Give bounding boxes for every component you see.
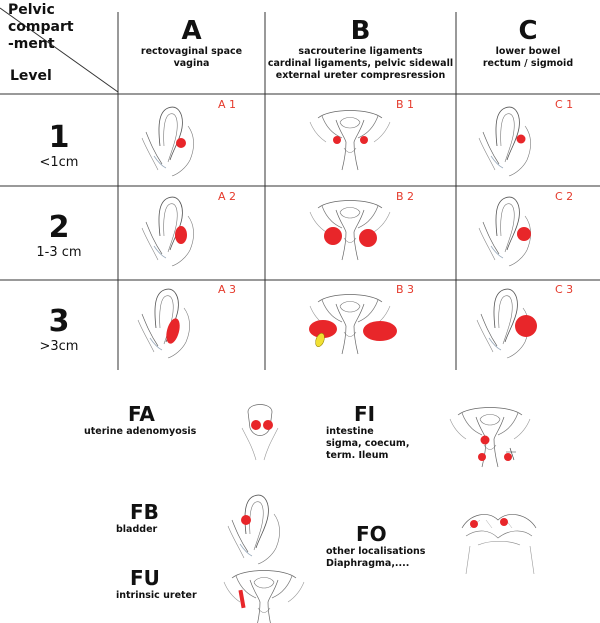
extra-code: FU xyxy=(130,566,160,590)
column-letter: C xyxy=(518,16,538,46)
extra-fa: FA uterine adenomyosis xyxy=(84,402,196,438)
extra-desc-line: bladder xyxy=(116,524,158,535)
lesion-marker-b2-right xyxy=(359,229,377,247)
cell-label-b2: B 2 xyxy=(396,190,415,203)
diaphragm-sketch-fo xyxy=(461,514,537,575)
row-level-number: 3 xyxy=(48,304,70,339)
ureter-lesion-fu xyxy=(238,589,246,609)
column-header-c: C lower bowel rectum / sigmoid xyxy=(456,16,600,70)
column-desc-line: rectum / sigmoid xyxy=(482,58,574,69)
row-header-1: 1 <1cm xyxy=(4,120,114,170)
lesion-marker-a1 xyxy=(176,138,186,148)
coronal-sketch-b2 xyxy=(309,200,391,261)
column-desc-line: vagina xyxy=(173,58,210,69)
cell-label-b3: B 3 xyxy=(396,283,415,296)
lesion-marker-b3-left xyxy=(309,320,337,338)
lesion-marker-b1-right xyxy=(360,136,368,144)
extra-fu: FU intrinsic ureter xyxy=(116,566,197,602)
extra-desc-line: intrinsic ureter xyxy=(116,590,197,601)
ileum-marker-fi xyxy=(506,447,516,461)
extra-desc-line: sigma, coecum, xyxy=(326,438,410,449)
lesion-marker-fi-2 xyxy=(478,453,486,461)
extra-desc-line: term. Ileum xyxy=(326,450,389,461)
column-desc-line: sacrouterine ligaments xyxy=(298,46,423,57)
column-header-a: A rectovaginal space vagina xyxy=(118,16,265,70)
corner-header-compartment: Pelvic compart -ment xyxy=(8,2,74,52)
lesion-marker-a3 xyxy=(166,318,180,344)
lesion-marker-a2 xyxy=(175,226,187,244)
lesion-marker-b2-left xyxy=(324,227,342,245)
column-letter: A xyxy=(181,16,202,46)
extra-desc-line: Diaphragma,.... xyxy=(326,558,410,569)
column-desc-line: cardinal ligaments, pelvic sidewall xyxy=(267,58,454,69)
extra-code: FO xyxy=(356,522,387,546)
lesion-marker-fo-right xyxy=(500,518,508,526)
coronal-sketch-fu xyxy=(223,570,305,623)
corner-header-level: Level xyxy=(10,68,52,84)
sagittal-sketch-fb xyxy=(227,494,281,565)
lesion-marker-b1-left xyxy=(333,136,341,144)
lesion-marker-b3-right xyxy=(363,321,397,341)
sagittal-sketch-a1 xyxy=(141,106,195,177)
row-level-range: >3cm xyxy=(39,339,79,354)
cell-label-a3: A 3 xyxy=(218,283,237,296)
lesion-marker-fa-right xyxy=(263,420,273,430)
lesion-marker-c1 xyxy=(516,134,526,144)
lesion-marker-fb xyxy=(241,515,251,525)
row-header-3: 3 >3cm xyxy=(4,304,114,354)
uterus-sketch-fa xyxy=(241,404,279,461)
row-header-2: 2 1-3 cm xyxy=(4,210,114,260)
extra-fb: FB bladder xyxy=(116,500,159,536)
row-level-number: 2 xyxy=(48,210,70,245)
lesion-marker-fo-left xyxy=(470,520,478,528)
extra-fi: FI intestine sigma, coecum, term. Ileum xyxy=(326,402,409,462)
cell-label-c2: C 2 xyxy=(555,190,574,203)
column-letter: B xyxy=(350,16,371,46)
ureter-marker-b3 xyxy=(315,333,325,347)
row-level-number: 1 xyxy=(48,120,70,155)
header-diagonal xyxy=(0,7,119,93)
lesion-marker-c3 xyxy=(515,315,537,337)
column-desc-line: rectovaginal space xyxy=(140,46,243,57)
cell-label-b1: B 1 xyxy=(396,98,415,111)
row-level-range: <1cm xyxy=(39,155,79,170)
extra-code: FB xyxy=(130,500,159,524)
lesion-marker-fa-left xyxy=(251,420,261,430)
extra-desc-line: uterine adenomyosis xyxy=(84,426,197,437)
lesion-marker-c2 xyxy=(517,227,531,241)
row-level-range: 1-3 cm xyxy=(36,245,82,260)
column-desc-line: external ureter compresression xyxy=(275,70,446,81)
extra-desc-line: intestine xyxy=(326,426,374,437)
sagittal-sketch-a3 xyxy=(137,288,191,359)
extra-code: FA xyxy=(128,402,155,426)
column-header-b: B sacrouterine ligaments cardinal ligame… xyxy=(265,16,456,82)
cell-label-a2: A 2 xyxy=(218,190,237,203)
extra-desc-line: other localisations xyxy=(326,546,426,557)
cell-label-c1: C 1 xyxy=(555,98,574,111)
cell-label-c3: C 3 xyxy=(555,283,574,296)
extra-fo: FO other localisations Diaphragma,.... xyxy=(326,522,425,570)
extra-code: FI xyxy=(354,402,376,426)
cell-label-a1: A 1 xyxy=(218,98,237,111)
lesion-marker-fi-1 xyxy=(480,435,490,445)
coronal-sketch-b1 xyxy=(309,110,391,171)
lesion-marker-fi-3 xyxy=(504,453,512,461)
coronal-sketch-fi xyxy=(449,407,531,468)
column-desc-line: lower bowel xyxy=(495,46,561,57)
